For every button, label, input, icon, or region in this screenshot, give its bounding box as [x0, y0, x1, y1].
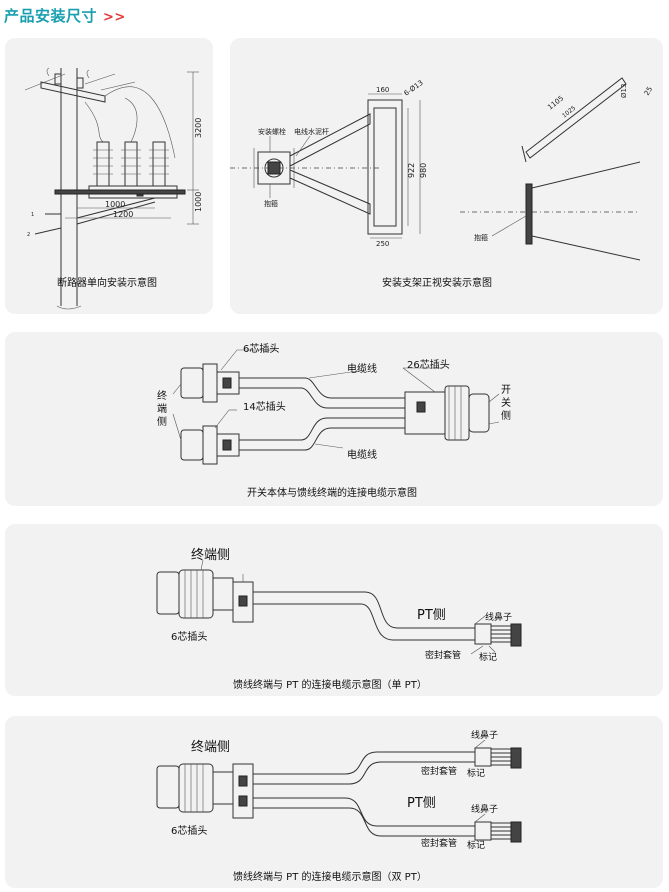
caption-pt-cable-double: 馈线终端与 PT 的连接电缆示意图（双 PT） [233, 872, 427, 883]
dim-1200: 1200 [113, 210, 133, 219]
label-switch-side: 开关侧 [501, 385, 511, 422]
label-lug-bottom: 线鼻子 [471, 805, 499, 815]
label-pt-side: PT侧 [417, 608, 446, 623]
caption-pt-cable-single: 馈线终端与 PT 的连接电缆示意图（单 PT） [233, 680, 427, 691]
label-terminal-side: 终端侧 [157, 391, 167, 428]
label-mark-top: 标记 [467, 769, 486, 779]
caption-breaker-install: 断路器单向安装示意图 [57, 278, 157, 289]
caption-bracket-install: 安装支架正视安装示意图 [382, 278, 492, 289]
panel-pt-cable-single: 终端侧 6芯插头 PT侧 线鼻子 密封套管 标记 馈线终端与 PT 的连接电缆示… [5, 524, 663, 696]
panel-bracket-install: 160 6-Ø13 922 980 250 安装螺栓 电线水泥杆 抱箍 1105… [230, 38, 663, 314]
label-sealing-sleeve: 密封套管 [425, 651, 462, 661]
lug-group-bottom [474, 821, 522, 843]
terminal-connector [156, 763, 254, 819]
label-fourteen-core-plug: 14芯插头 [243, 402, 286, 413]
dim-holes: 6-Ø13 [403, 79, 425, 98]
label-hoop-2: 抱箍 [474, 233, 488, 242]
label-six-core-plug: 6芯插头 [171, 826, 208, 837]
dim-3200: 3200 [194, 118, 203, 138]
label-terminal-side: 终端侧 [191, 548, 231, 563]
label-26-core-plug: 26芯插头 [407, 360, 450, 371]
label-pole: 电线水泥杆 [294, 127, 329, 136]
dim-160: 160 [376, 86, 389, 94]
dim-1105: 1105 [546, 94, 565, 111]
label-lug: 线鼻子 [485, 613, 513, 623]
label-bolt: 安装螺栓 [258, 127, 286, 136]
svg-text:2: 2 [27, 232, 30, 238]
lug-group-top [474, 747, 522, 769]
label-six-core-plug: 6芯插头 [171, 632, 208, 643]
twentysix-core-connector [404, 385, 490, 441]
label-hoop: 抱箍 [264, 199, 278, 208]
label-mark: 标记 [479, 653, 498, 663]
lug-group [474, 623, 522, 647]
label-mark-bottom: 标记 [467, 841, 486, 851]
panel-breaker-install: 1 2 3200 1000 1000 1200 断路器单向安装示意图 [5, 38, 213, 314]
dim-1000-horizontal: 1000 [105, 200, 125, 209]
label-cable-top: 电缆线 [347, 364, 377, 375]
double-chevron-icon: >> [103, 10, 126, 25]
dim-980: 980 [419, 163, 428, 178]
pt-cable-double-drawing [156, 739, 522, 843]
dim-25: 25 [643, 85, 654, 97]
section-title: 产品安装尺寸 >> [4, 5, 126, 26]
switch-terminal-cable-drawing [172, 349, 500, 465]
dim-1000-vertical: 1000 [194, 192, 203, 212]
terminal-connector [156, 569, 254, 623]
panel-switch-terminal-cable: 6芯插头 电缆线 26芯插头 终端侧 14芯插头 开关侧 电缆线 开关本体与馈线… [5, 332, 663, 506]
label-six-core-plug: 6芯插头 [243, 344, 280, 355]
fourteen-core-connector [180, 425, 240, 465]
dim-250: 250 [376, 240, 389, 248]
label-pt-side: PT侧 [407, 796, 436, 811]
section-title-text: 产品安装尺寸 [4, 7, 98, 25]
label-cable-bottom: 电缆线 [347, 450, 377, 461]
svg-text:1: 1 [31, 212, 34, 218]
dim-1025: 1025 [561, 105, 577, 120]
label-lug-top: 线鼻子 [471, 731, 499, 741]
label-sealing-sleeve-top: 密封套管 [421, 767, 458, 777]
bracket-install-drawing: 160 6-Ø13 922 980 250 安装螺栓 电线水泥杆 抱箍 1105… [230, 77, 654, 261]
caption-switch-terminal-cable: 开关本体与馈线终端的连接电缆示意图 [247, 488, 417, 499]
dim-d13: Ø13 [620, 84, 628, 98]
dim-922: 922 [407, 163, 416, 178]
six-core-connector [180, 363, 240, 403]
breaker-install-drawing: 1 2 3200 1000 1000 1200 [24, 67, 203, 310]
pt-cable-single-drawing [156, 559, 522, 655]
label-terminal-side: 终端侧 [191, 740, 231, 755]
panel-pt-cable-double: 终端侧 6芯插头 PT侧 线鼻子 密封套管 标记 线鼻子 密封套管 标记 馈线终… [5, 716, 663, 888]
label-sealing-sleeve-bottom: 密封套管 [421, 839, 458, 849]
